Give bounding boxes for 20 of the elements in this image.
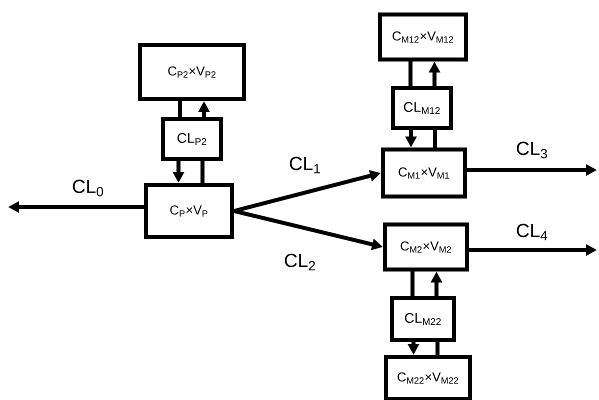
compartment-box: C$_{M12}$×V$_{M12}$ xyxy=(378,12,468,62)
clearance-box: CL$_{P2}$ xyxy=(161,117,223,161)
clearance-box: CL$_{M22}$ xyxy=(390,296,456,342)
edge-label: CL$_{3}$ xyxy=(514,140,550,160)
edge-label: CL$_{4}$ xyxy=(514,222,550,242)
edge-label: CL$_{0}$ xyxy=(70,178,106,198)
edge-label: CL$_{1}$ xyxy=(288,156,322,174)
connector-line xyxy=(200,161,204,183)
edge-label: CL$_{2}$ xyxy=(282,252,318,272)
connector-line xyxy=(408,62,412,86)
connector-line xyxy=(433,130,437,148)
compartment-box: C$_{M22}$×V$_{M22}$ xyxy=(384,355,472,400)
compartment-box: C$_{M1}$×V$_{M1}$ xyxy=(381,148,467,198)
clearance-box: CL$_{M12}$ xyxy=(391,86,453,130)
connector-line xyxy=(410,272,414,296)
compartment-box: C$_{P2}$×V$_{P2}$ xyxy=(138,43,246,101)
connector-line xyxy=(178,101,182,117)
compartment-box: C$_{M2}$×V$_{M2}$ xyxy=(383,222,469,272)
connector-line xyxy=(436,342,440,355)
compartment-box: C$_{P}$×V$_{P}$ xyxy=(144,183,234,239)
